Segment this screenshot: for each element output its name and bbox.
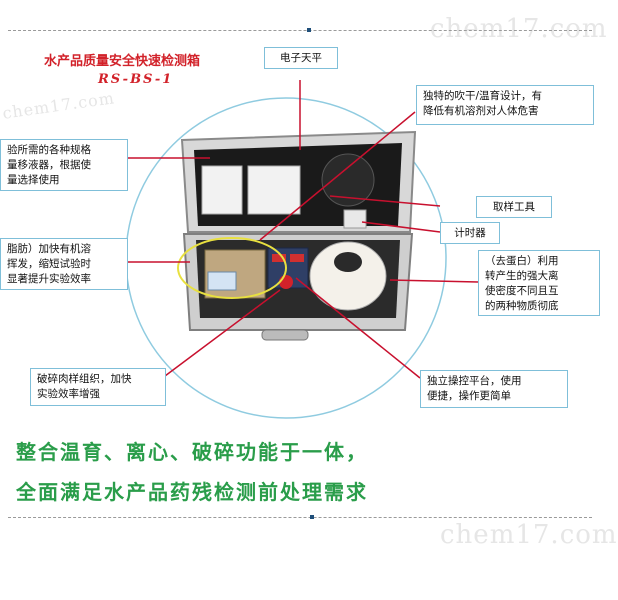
lid-round-cavity (321, 153, 375, 207)
product-model: RS-BS-1 (98, 72, 174, 87)
lid-tray-left (201, 165, 243, 215)
callout-control: 独立操控平台，使用 便捷，操作更简单 (420, 370, 568, 408)
centrifuge-body (309, 241, 387, 311)
slogan-line-1: 整合温育、离心、破碎功能于一体， (16, 440, 368, 464)
callout-sampling: 取样工具 (476, 196, 552, 218)
callout-crusher: 破碎肉样组织，加快 实验效率增强 (30, 368, 166, 406)
callout-dryer: 独特的吹干/温育设计，有 降低有机溶剂对人体危害 (416, 85, 594, 125)
watermark-top: chem17.com (430, 14, 608, 44)
callout-timer: 计时器 (440, 222, 500, 244)
top-divider (8, 30, 592, 31)
top-divider-dot (307, 28, 311, 32)
slogan-line-2: 全面满足水产品药残检测前处理需求 (16, 480, 368, 504)
highlight-ellipse (177, 237, 287, 299)
case-handle (261, 329, 309, 341)
bottom-divider (8, 517, 592, 518)
callout-heater: 脂肪）加快有机溶 挥发，缩短试验时 显著提升实验效率 (0, 238, 128, 290)
bottom-divider-dot (310, 515, 314, 519)
lid-tray-middle (247, 165, 301, 215)
callout-balance: 电子天平 (264, 47, 338, 69)
timer-device (343, 209, 367, 229)
sample-rack (207, 271, 237, 291)
product-title: 水产品质量安全快速检测箱 (44, 54, 201, 69)
centrifuge-lid (334, 252, 362, 272)
callout-pipette: 验所需的各种规格 量移液器，根据使 量选择使用 (0, 139, 128, 191)
product-illustration (125, 80, 479, 419)
leader-lines (128, 80, 479, 379)
watermark-bottom: chem17.com (440, 520, 618, 550)
callout-centrifuge: （去蛋白）利用 转产生的强大离 使密度不同且互 的两种物质彻底 (478, 250, 600, 316)
